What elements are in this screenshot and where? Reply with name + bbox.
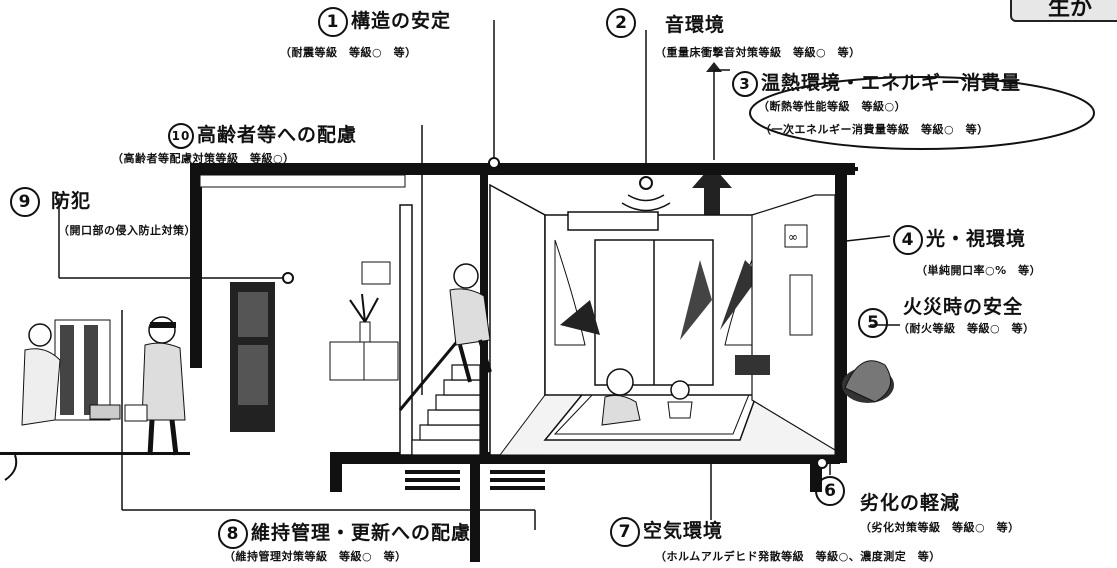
item-9-number: 9 — [10, 186, 40, 217]
item-6-detail: （劣化対策等級 等級○ 等） — [860, 521, 1020, 534]
item-8-detail: （維持管理対策等級 等級○ 等） — [224, 550, 407, 563]
item-9-detail: （開口部の侵入防止対策） — [58, 224, 196, 237]
item-6-number: 6 — [815, 476, 845, 506]
item-5-title: 火災時の安全 — [903, 296, 1024, 318]
item-10-number: 10 — [168, 122, 194, 149]
item-3-detail-2: （一次エネルギー消費量等級 等級○ 等） — [760, 123, 989, 136]
item-3-detail-1: （断熱等性能等級 等級○） — [758, 100, 907, 113]
item-5-number-wrap: 5 — [858, 308, 891, 338]
item-2-title: 音環境 — [665, 14, 726, 36]
corner-tag: 生か — [1010, 0, 1117, 22]
item-1-detail: （耐震等級 等級○ 等） — [280, 46, 417, 59]
item-2-number-wrap: 2 — [606, 8, 639, 38]
item-4-number: 4 — [893, 224, 923, 255]
item-1-number: 1 — [318, 6, 348, 37]
item-6-number-wrap: 6 — [815, 476, 848, 506]
item-8-number: 8 — [218, 518, 248, 549]
item-6-title: 劣化の軽減 — [860, 492, 961, 514]
item-7-number: 7 — [610, 516, 640, 547]
item-3-number: 3 — [732, 70, 758, 97]
item-2-detail: （重量床衝撃音対策等級 等級○ 等） — [655, 46, 861, 59]
item-7-detail: （ホルムアルデヒド発散等級 等級○、濃度測定 等） — [655, 550, 941, 563]
item-4-detail: （単純開口率○% 等） — [916, 264, 1042, 277]
item-5-detail: （耐火等級 等級○ 等） — [898, 322, 1035, 335]
item-10-detail: （高齢者等配慮対策等級 等級○） — [112, 152, 295, 165]
item-2-number: 2 — [606, 8, 636, 38]
svg-text:∞: ∞ — [788, 230, 798, 244]
item-5-number: 5 — [858, 308, 888, 338]
